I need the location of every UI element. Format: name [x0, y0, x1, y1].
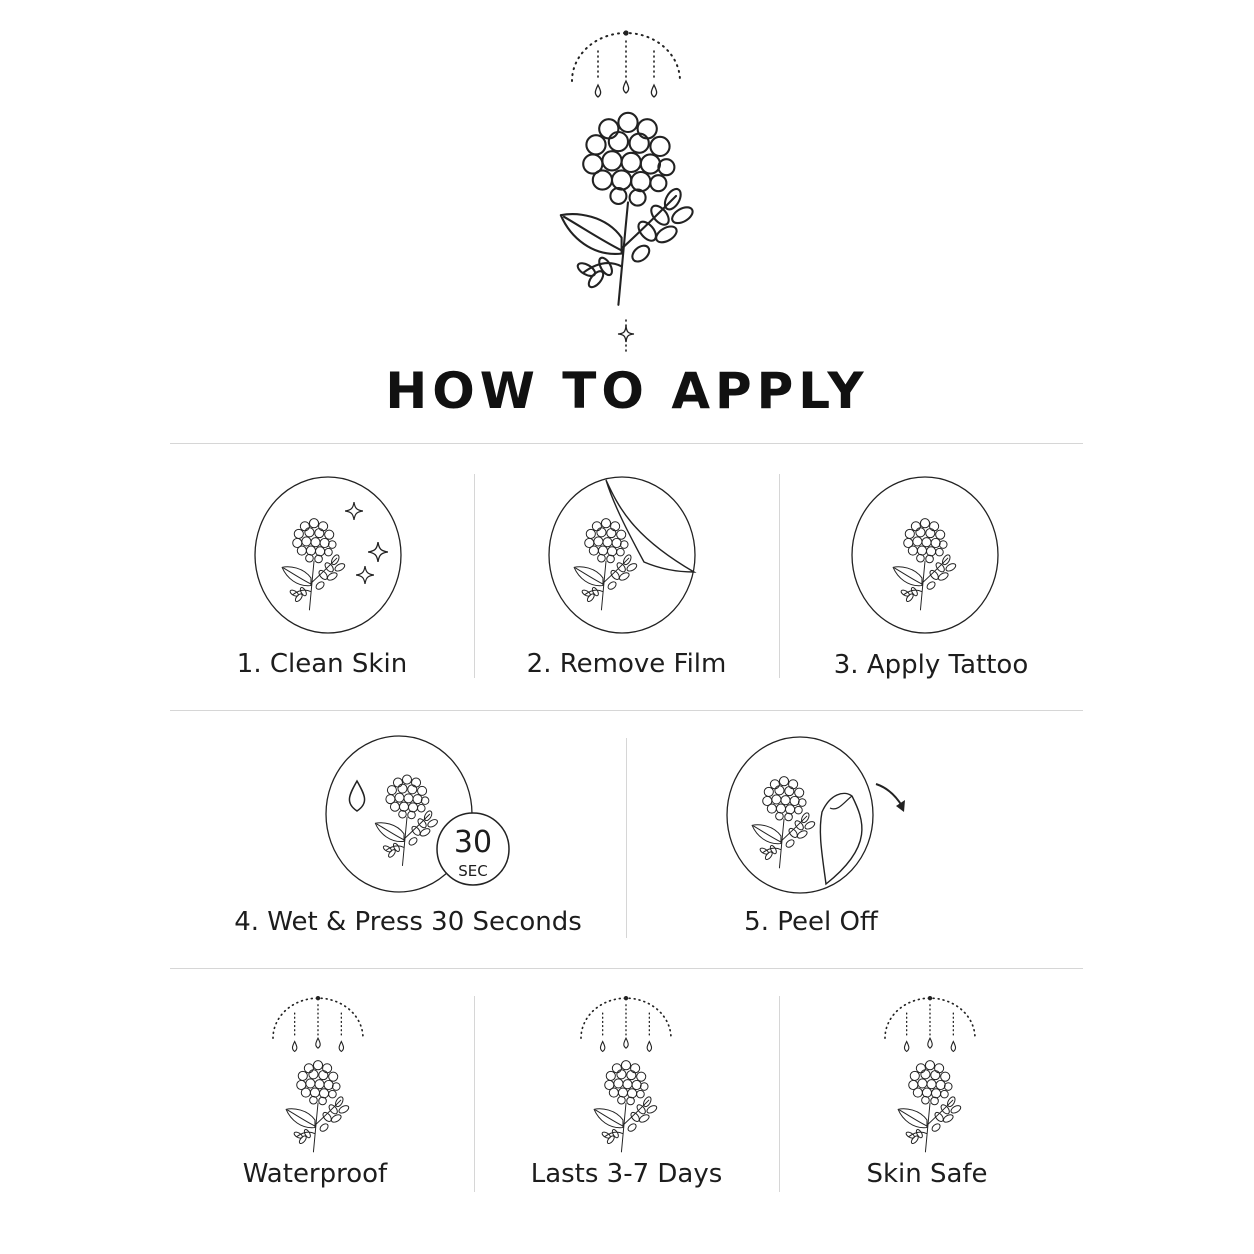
waterproof-icon [268, 994, 368, 1154]
apply-tattoo-icon [851, 476, 999, 634]
divider [474, 996, 475, 1192]
peel-off-icon [726, 736, 905, 894]
skin-safe-icon [880, 994, 980, 1154]
feature-label: Lasts 3-7 Days [530, 1159, 723, 1189]
divider [474, 474, 475, 678]
badge-number: 30 [453, 825, 493, 860]
hero-hydrangea-icon [548, 100, 708, 308]
divider [170, 968, 1083, 969]
divider [626, 738, 627, 938]
clean-skin-icon [254, 476, 402, 634]
feature-label: Waterproof [242, 1159, 388, 1189]
divider [779, 996, 780, 1192]
remove-film-icon [548, 476, 697, 634]
divider [170, 710, 1083, 711]
step-label: 3. Apply Tattoo [833, 650, 1029, 680]
step-label: 2. Remove Film [526, 649, 727, 679]
step-label: 5. Peel Off [744, 907, 878, 937]
page-title: HOW TO APPLY [385, 362, 869, 420]
feature-label: Skin Safe [866, 1159, 988, 1189]
divider [779, 474, 780, 678]
divider [170, 443, 1083, 444]
star-divider-icon [617, 319, 635, 353]
hero-rain-icon [566, 28, 686, 100]
step-label: 4. Wet & Press 30 Seconds [234, 907, 582, 937]
badge-unit: SEC [458, 862, 488, 880]
wet-press-icon [325, 735, 510, 893]
step-label: 1. Clean Skin [236, 649, 408, 679]
timer-badge [436, 812, 510, 886]
lasts-days-icon [576, 994, 676, 1154]
